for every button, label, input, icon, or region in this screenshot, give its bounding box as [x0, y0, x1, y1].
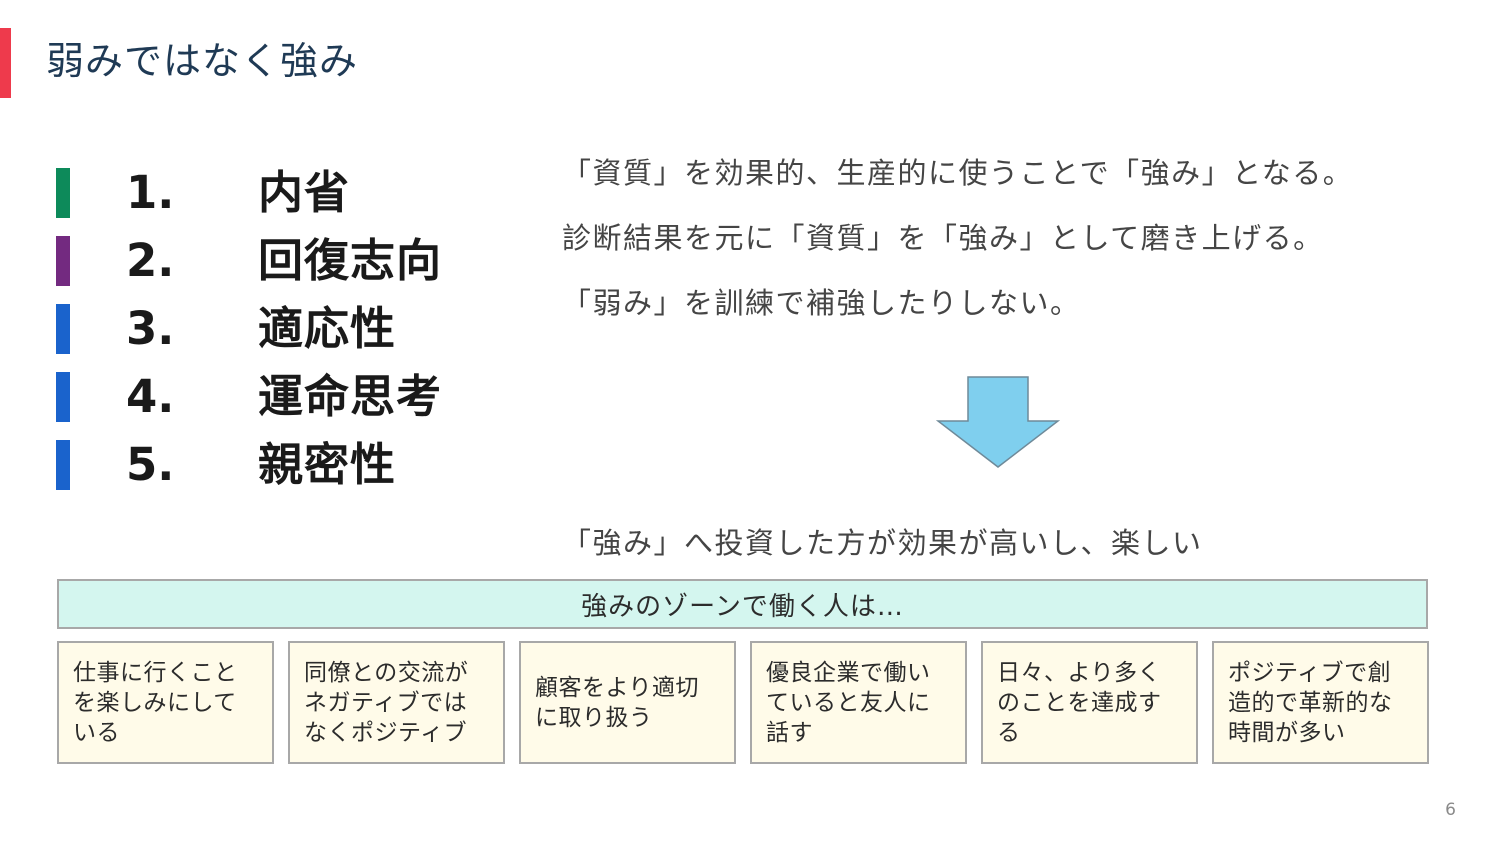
conclusion-text: 「強み」へ投資した方が効果が高いし、楽しい	[562, 526, 1203, 560]
strength-zone-card: 優良企業で働いていると友人に話す	[750, 641, 967, 764]
ranking-theme: 適応性	[258, 302, 397, 355]
ranking-number: 5.	[126, 438, 175, 491]
ranking-item: 1. 内省	[56, 164, 526, 232]
ranking-theme: 親密性	[258, 438, 397, 491]
strength-zone-cards: 仕事に行くことを楽しみにしている 同僚との交流がネガティブではなくポジティブ 顧…	[57, 641, 1430, 764]
strength-zone-card: 顧客をより適切に取り扱う	[519, 641, 736, 764]
card-text: 日々、より多くのことを達成する	[997, 659, 1162, 746]
statement-line: 「弱み」を訓練で補強したりしない。	[562, 286, 1081, 320]
ranking-theme: 内省	[258, 166, 351, 219]
ranking-color-bar	[56, 440, 70, 490]
strength-zone-card: ポジティブで創造的で革新的な時間が多い	[1212, 641, 1429, 764]
strength-zone-card: 同僚との交流がネガティブではなくポジティブ	[288, 641, 505, 764]
ranking-number: 4.	[126, 370, 175, 423]
strength-zone-card: 仕事に行くことを楽しみにしている	[57, 641, 274, 764]
ranking-number: 2.	[126, 234, 175, 287]
ranking-color-bar	[56, 372, 70, 422]
ranking-color-bar	[56, 236, 70, 286]
strengths-ranking: 1. 内省 2. 回復志向 3. 適応性 4. 運命思考 5. 親密性	[56, 164, 526, 504]
ranking-color-bar	[56, 304, 70, 354]
card-text: 仕事に行くことを楽しみにしている	[73, 659, 238, 746]
strength-zone-header: 強みのゾーンで働く人は…	[57, 579, 1428, 629]
ranking-theme: 運命思考	[258, 370, 443, 423]
statement-line: 診断結果を元に「資質」を「強み」として磨き上げる。	[562, 221, 1324, 255]
ranking-item: 4. 運命思考	[56, 368, 526, 436]
ranking-color-bar	[56, 168, 70, 218]
slide-title: 弱みではなく強み	[46, 39, 359, 83]
down-arrow-icon	[936, 376, 1060, 468]
ranking-item: 3. 適応性	[56, 300, 526, 368]
strength-zone-card: 日々、より多くのことを達成する	[981, 641, 1198, 764]
title-accent-bar	[0, 28, 11, 98]
card-text: ポジティブで創造的で革新的な時間が多い	[1228, 659, 1393, 746]
card-text: 優良企業で働いていると友人に話す	[766, 659, 931, 746]
card-text: 顧客をより適切に取り扱う	[535, 674, 700, 731]
card-text: 同僚との交流がネガティブではなくポジティブ	[304, 659, 469, 746]
ranking-theme: 回復志向	[258, 234, 443, 287]
ranking-number: 1.	[126, 166, 175, 219]
ranking-item: 2. 回復志向	[56, 232, 526, 300]
page-number: 6	[1445, 800, 1456, 820]
ranking-number: 3.	[126, 302, 175, 355]
statement-line: 「資質」を効果的、生産的に使うことで「強み」となる。	[562, 156, 1354, 190]
ranking-item: 5. 親密性	[56, 436, 526, 504]
